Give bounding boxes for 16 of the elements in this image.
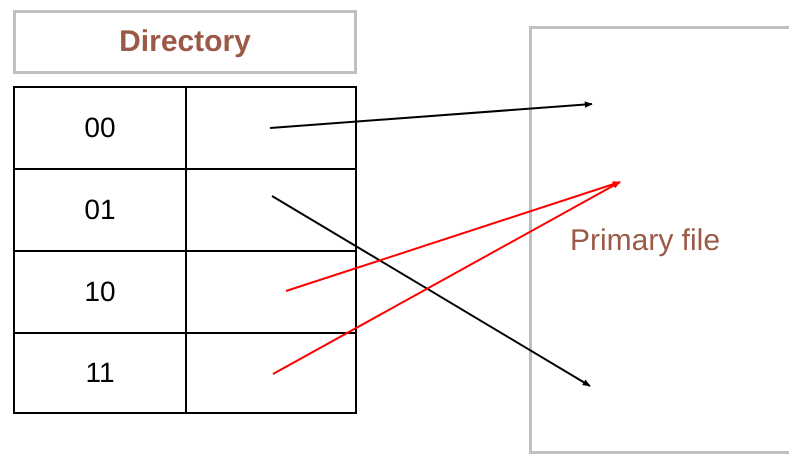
file-label: Primary file	[570, 224, 720, 258]
table-cell	[185, 86, 357, 170]
arrow	[271, 195, 591, 387]
directory-heading: Directory	[119, 25, 251, 59]
file-box	[529, 26, 789, 454]
cell-text: 01	[84, 194, 116, 226]
cell-text: 00	[84, 112, 116, 144]
cell-text: 10	[84, 276, 116, 308]
cell-text: 11	[85, 357, 115, 389]
arrow	[286, 181, 621, 292]
table-cell	[185, 332, 357, 414]
heading-box	[13, 10, 357, 74]
arrow	[270, 101, 593, 129]
table-cell	[13, 86, 187, 170]
arrow	[272, 181, 621, 375]
table-cell	[13, 332, 187, 414]
